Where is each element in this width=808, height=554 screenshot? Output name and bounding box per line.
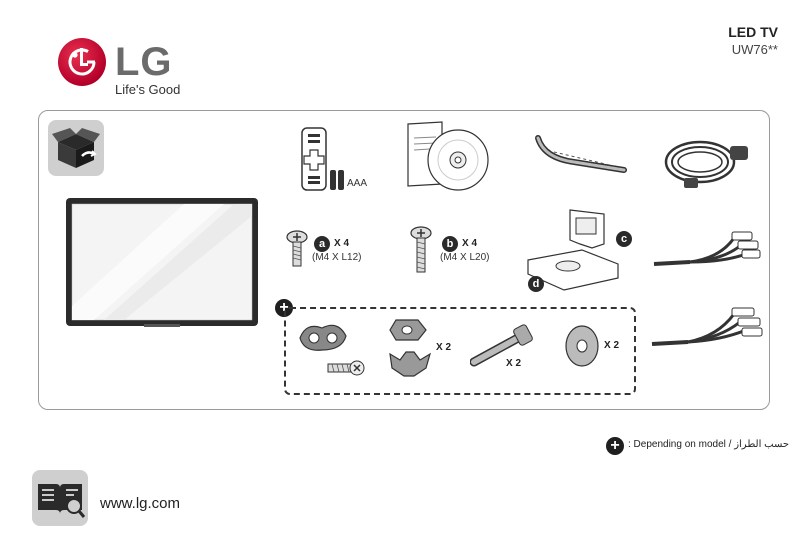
battery-label: AAA	[347, 178, 368, 189]
stand-icon	[522, 204, 622, 299]
footnote-english: : Depending on model	[628, 439, 726, 450]
wing-nut-icon	[388, 316, 434, 389]
lg-logo-icon	[58, 38, 106, 86]
screw-a-spec: (M4 X L12)	[312, 252, 362, 263]
screw-b-qty: X 4	[462, 238, 478, 249]
website-link[interactable]: www.lg.com	[100, 495, 181, 512]
manual-cd-icon	[406, 120, 496, 199]
footnote-separator: /	[728, 439, 732, 450]
box-contents-icon	[48, 120, 104, 176]
model-number: UW76**	[731, 42, 778, 57]
footnote-arabic: حسب الطراز	[734, 439, 790, 450]
optional-parts-box	[284, 307, 636, 395]
stand-base-badge: d	[528, 276, 544, 292]
component-cable-icon	[648, 306, 764, 361]
screw-a-icon	[286, 230, 308, 275]
washer-qty: X 2	[604, 340, 620, 351]
long-bolt-icon	[469, 322, 536, 373]
footnote: : Depending on model / حسب الطراز	[628, 439, 789, 450]
screw-b-spec: (M4 X L20)	[440, 252, 490, 263]
power-cord-icon	[660, 126, 756, 201]
screw-b-badge: b	[442, 236, 458, 252]
wing-nut-qty: X 2	[436, 342, 452, 353]
footnote-plus-icon: +	[606, 437, 624, 455]
cable-holder-icon	[534, 132, 630, 183]
stand-body-badge: c	[616, 231, 632, 247]
tv-illustration	[64, 196, 260, 337]
remote-control-icon	[298, 126, 346, 199]
screw-a-qty: X 4	[334, 238, 350, 249]
screw-b-icon	[410, 226, 432, 281]
brand-name: LG	[115, 40, 173, 84]
long-bolt-qty: X 2	[506, 358, 522, 369]
cable-clamp-icon	[296, 318, 352, 367]
screw-a-badge: a	[314, 236, 330, 252]
short-screw-icon	[326, 356, 366, 385]
washer-icon	[562, 324, 602, 373]
manual-book-icon	[32, 470, 88, 526]
brand-tagline: Life's Good	[115, 82, 181, 97]
product-name: LED TV	[728, 24, 778, 40]
av-cable-icon	[650, 228, 762, 283]
